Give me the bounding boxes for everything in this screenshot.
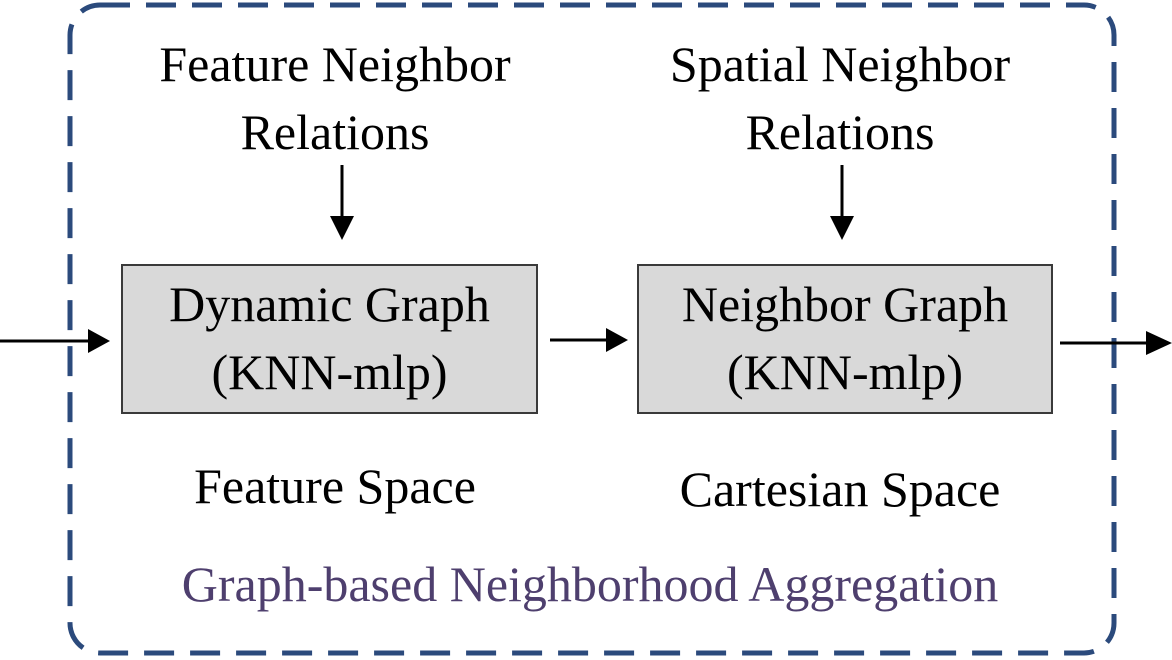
feature-space-label: Feature Space: [194, 458, 476, 514]
dynamic-graph-title: Dynamic Graph: [169, 276, 490, 332]
input-arrow: [0, 329, 110, 353]
neighbor-graph-title: Neighbor Graph: [681, 276, 1009, 332]
spatial-neighbor-relations-label: Spatial Neighbor Relations: [585, 30, 1095, 166]
middle-arrow: [550, 328, 628, 352]
neighbor-graph-box: Neighbor Graph (KNN-mlp): [637, 264, 1053, 414]
feature-relations-arrow: [330, 165, 354, 240]
spatial-neighbor-line2: Relations: [745, 104, 935, 160]
cartesian-space-label: Cartesian Space: [679, 461, 1001, 517]
spatial-relations-arrow: [830, 165, 854, 240]
module-dashed-border: [67, 2, 1117, 656]
module-caption: Graph-based Neighborhood Aggregation: [181, 556, 999, 612]
feature-neighbor-line2: Relations: [240, 104, 430, 160]
output-arrow: [1060, 331, 1172, 355]
dynamic-graph-subtitle: (KNN-mlp): [211, 344, 448, 400]
spatial-neighbor-line1: Spatial Neighbor: [669, 36, 1011, 92]
dynamic-graph-box: Dynamic Graph (KNN-mlp): [121, 264, 538, 414]
feature-neighbor-line1: Feature Neighbor: [159, 36, 511, 92]
neighbor-graph-subtitle: (KNN-mlp): [726, 344, 964, 400]
feature-neighbor-relations-label: Feature Neighbor Relations: [80, 30, 590, 166]
